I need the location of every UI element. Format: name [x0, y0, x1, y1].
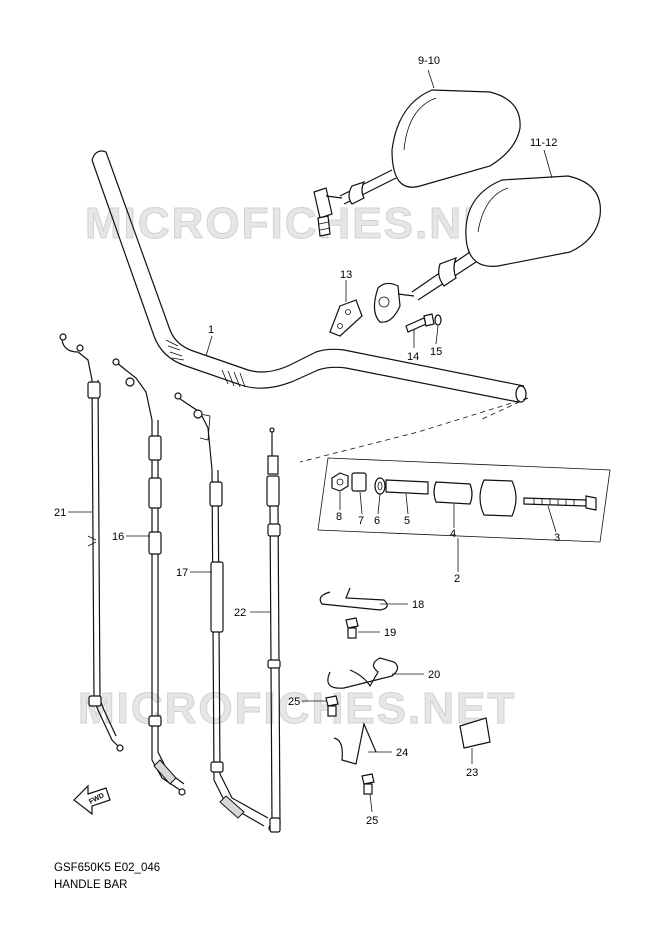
- watermark-bottom: MICROFICHES.NET: [78, 684, 516, 733]
- callout-15: 15: [430, 346, 442, 358]
- callout-6: 6: [374, 515, 380, 527]
- callout-1: 1: [208, 324, 214, 336]
- plate-13-drawing: [329, 299, 363, 337]
- clamp-20-drawing: [327, 657, 399, 689]
- diagram-code: GSF650K5 E02_046: [54, 862, 161, 874]
- callout-20: 20: [428, 669, 440, 681]
- mirror-right-drawing: [373, 175, 601, 323]
- bolt-19-drawing: [345, 617, 359, 639]
- cable-22-drawing: [266, 427, 281, 833]
- callout-8: 8: [336, 511, 342, 523]
- callout-17: 17: [176, 567, 188, 579]
- callout-3: 3: [554, 532, 560, 544]
- diagram-title: HANDLE BAR: [54, 879, 128, 891]
- callout-14: 14: [407, 351, 419, 363]
- bar-end-assembly: [331, 472, 597, 517]
- callout-13: 13: [340, 269, 352, 281]
- fwd-arrow-icon: FWD: [73, 784, 111, 816]
- explode-lines: [299, 397, 529, 463]
- bolt-25-lower-drawing: [361, 773, 375, 795]
- callout-11-12: 11-12: [530, 137, 557, 149]
- callout-19: 19: [384, 627, 396, 639]
- callout-7: 7: [358, 515, 364, 527]
- callout-2: 2: [454, 573, 460, 585]
- clamp-18-drawing: [319, 587, 388, 611]
- callout-24: 24: [396, 747, 408, 759]
- callout-25-upper: 25: [288, 696, 300, 708]
- screw-14-drawing: [405, 313, 435, 333]
- callouts: 1 2 3 4 5 6 7 8 9-10 11-12 13 14 15 16 1…: [54, 55, 560, 827]
- washer-15-drawing: [434, 314, 442, 326]
- callout-18: 18: [412, 599, 424, 611]
- callout-4: 4: [450, 528, 456, 540]
- callout-5: 5: [404, 515, 410, 527]
- bolt-25-upper-drawing: [325, 695, 339, 717]
- cable-21-drawing: [59, 333, 124, 752]
- clamp-24-drawing: [333, 721, 377, 765]
- assembly-frame: [317, 457, 611, 543]
- watermark-top: MICROFICHES.NET: [85, 199, 523, 248]
- cable-16-drawing: [112, 358, 186, 796]
- callout-21: 21: [54, 507, 66, 519]
- handle-bar-drawing: [91, 150, 527, 403]
- callout-23: 23: [466, 767, 478, 779]
- callout-9-10: 9-10: [418, 55, 440, 67]
- label-23-drawing: [459, 717, 491, 749]
- mirror-left-drawing: [313, 89, 521, 237]
- callout-22: 22: [234, 607, 246, 619]
- callout-25-lower: 25: [366, 815, 378, 827]
- callout-16: 16: [112, 531, 124, 543]
- cable-17-drawing: [174, 392, 276, 832]
- leader-lines: [68, 69, 557, 813]
